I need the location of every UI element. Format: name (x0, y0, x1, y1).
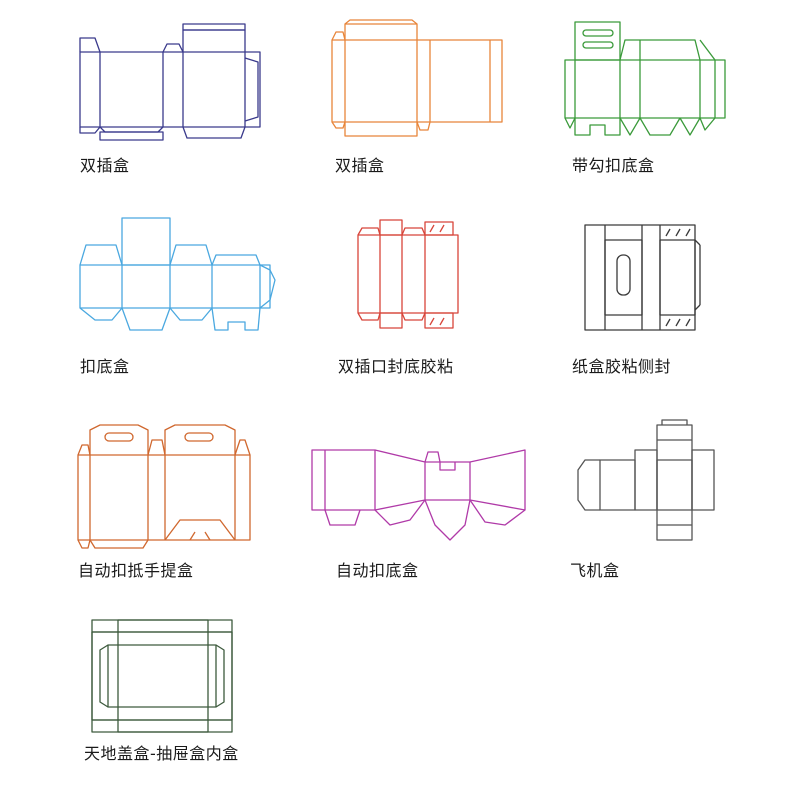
box-diagram-8: 自动扣底盒 (0, 0, 540, 590)
dieline-hook-bottom (564, 21, 726, 136)
dieline-auto-lock-handle (77, 424, 251, 549)
dieline-double-tuck-2 (331, 19, 503, 137)
dieline-snap-bottom (79, 217, 276, 331)
box-label: 双插盒 (80, 156, 130, 175)
box-diagram-2: 双插盒 (0, 0, 520, 190)
box-diagram-4: 扣底盒 (0, 0, 300, 390)
box-diagram-10: 天地盖盒-抽屉盒内盒 (0, 0, 300, 780)
dieline-double-tuck-1 (79, 23, 261, 141)
box-diagram-5: 双插口封底胶粘 (0, 0, 520, 390)
dieline-side-glued (584, 224, 701, 331)
box-label: 飞机盒 (570, 561, 620, 580)
box-label: 扣底盒 (80, 357, 130, 376)
box-label: 双插盒 (335, 156, 385, 175)
box-label: 双插口封底胶粘 (338, 357, 454, 376)
box-diagram-6: 纸盒胶粘侧封 (0, 0, 800, 390)
dieline-mailer-box (577, 419, 715, 541)
dieline-auto-lock-bottom (311, 449, 526, 541)
box-diagram-1: 双插盒 (0, 0, 261, 190)
box-label: 纸盒胶粘侧封 (572, 357, 672, 376)
box-diagram-3: 带勾扣底盒 (0, 0, 800, 190)
box-label: 天地盖盒-抽屉盒内盒 (84, 744, 239, 763)
box-diagram-9: 飞机盒 (570, 419, 715, 580)
box-label: 自动扣抵手提盒 (78, 561, 194, 580)
box-diagram-7: 自动扣抵手提盒 (0, 0, 300, 590)
box-label: 自动扣底盒 (336, 561, 419, 580)
dieline-tuck-glued-bottom (357, 219, 459, 329)
box-label: 带勾扣底盒 (572, 156, 655, 175)
dieline-lid-drawer-box (91, 619, 233, 733)
